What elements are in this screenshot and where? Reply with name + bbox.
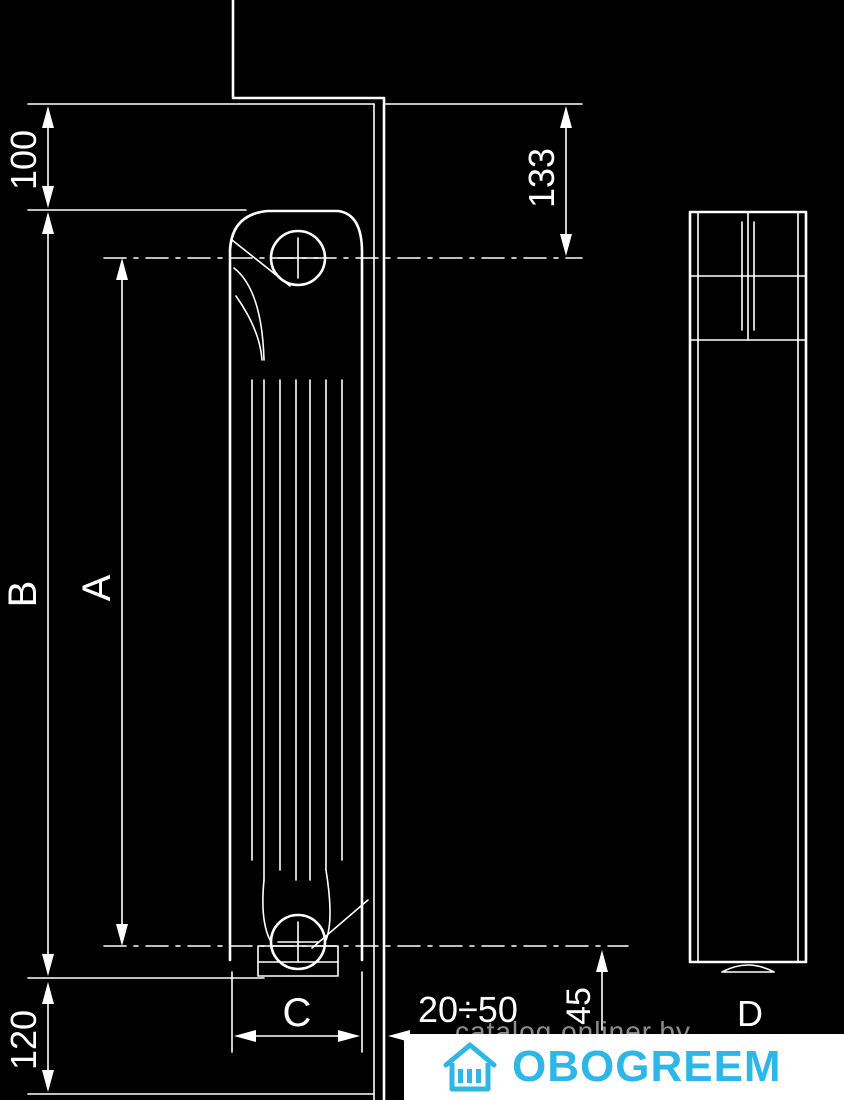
top-extension-lines	[27, 103, 583, 211]
axis-lines	[103, 257, 629, 947]
dimension-45-label: 45	[560, 987, 598, 1025]
lower-connection	[269, 913, 327, 971]
dimension-45	[596, 950, 608, 1031]
upper-connection	[269, 229, 327, 287]
dimension-120-label: 120	[3, 1010, 44, 1070]
dimension-A-label: A	[75, 574, 119, 601]
house-icon	[443, 1042, 497, 1092]
dimension-133	[560, 106, 572, 256]
brand-name: OBOGREEM	[512, 1042, 782, 1091]
wall-outline	[231, 0, 386, 1100]
dimension-133-label: 133	[521, 148, 562, 208]
bottom-extension-lines	[27, 977, 375, 1095]
dimension-B	[42, 212, 54, 976]
dimension-A	[116, 258, 128, 946]
dimension-D-label: D	[737, 993, 763, 1034]
dimension-C-label: C	[283, 991, 312, 1035]
dimension-B-label: B	[1, 581, 45, 608]
dimension-100	[42, 106, 54, 208]
radiator-section-front	[228, 209, 369, 977]
brand-logo[interactable]: OBOGREEM	[440, 1038, 782, 1096]
dimension-100-label: 100	[3, 130, 44, 190]
radiator-section-side	[688, 210, 808, 973]
dimension-C	[231, 971, 363, 1053]
dimension-120	[42, 982, 54, 1092]
dimension-20-50-label: 20÷50	[418, 989, 518, 1030]
